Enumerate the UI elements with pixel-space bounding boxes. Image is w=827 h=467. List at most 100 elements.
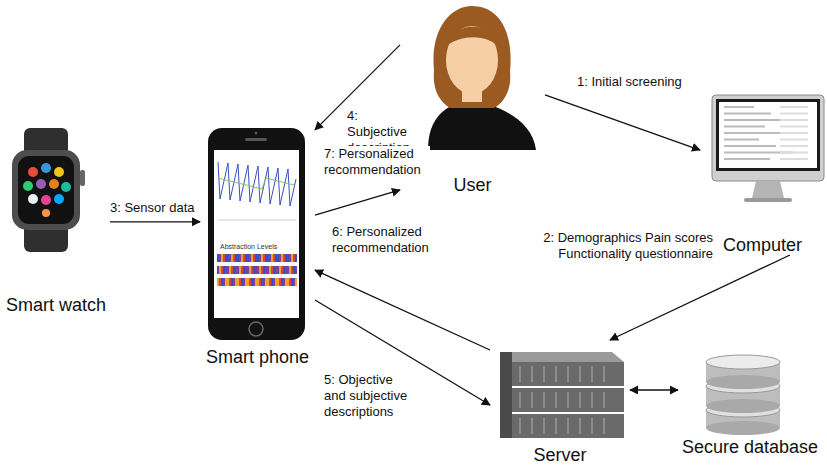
computer-icon xyxy=(712,95,824,202)
phone-chart xyxy=(225,266,227,274)
phone-chart xyxy=(293,254,295,262)
edge-label: 7: Personalized recommendation xyxy=(322,146,430,178)
smart-phone-icon xyxy=(208,128,305,340)
node-label: Computer xyxy=(723,235,802,255)
phone-chart xyxy=(257,278,259,286)
server-vents xyxy=(567,366,569,382)
server-icon xyxy=(512,414,624,438)
server-vents xyxy=(591,392,593,408)
user-icon xyxy=(433,6,510,108)
smart-watch-icon xyxy=(36,179,46,189)
phone-chart xyxy=(243,278,245,286)
smart-watch-icon xyxy=(54,194,64,204)
server-vents xyxy=(555,366,557,382)
phone-chart xyxy=(255,278,257,286)
server-node: Server xyxy=(490,340,630,465)
server-vents xyxy=(519,366,521,382)
phone-chart xyxy=(227,266,229,274)
server-vents xyxy=(579,366,581,382)
phone-chart xyxy=(281,278,283,286)
phone-chart xyxy=(249,266,251,274)
phone-chart xyxy=(277,266,279,274)
screen-lines xyxy=(780,126,808,128)
phone-chart xyxy=(271,254,273,262)
phone-chart xyxy=(241,278,243,286)
computer-icon xyxy=(744,198,792,202)
phone-chart xyxy=(237,278,239,286)
phone-chart xyxy=(241,254,243,262)
smart-watch-icon xyxy=(28,194,38,204)
smart-watch-icon xyxy=(12,150,80,230)
screen-lines xyxy=(780,139,808,141)
phone-chart xyxy=(281,266,283,274)
phone-chart xyxy=(271,266,273,274)
flow-arrow xyxy=(315,190,400,215)
smart-watch-icon xyxy=(28,167,38,177)
screen-lines xyxy=(724,139,759,141)
node-label: Smart phone xyxy=(206,347,309,367)
smart-watch-icon xyxy=(80,170,85,186)
edge-label: 6: Personalized recommendation xyxy=(330,224,438,256)
phone-chart xyxy=(245,266,247,274)
phone-chart xyxy=(271,278,273,286)
phone-chart xyxy=(263,254,265,262)
phone-chart xyxy=(235,254,237,262)
phone-chart xyxy=(247,254,249,262)
phone-chart xyxy=(285,278,287,286)
server-vents xyxy=(567,392,569,408)
database-icon xyxy=(706,375,780,389)
database-node: Secure database xyxy=(678,350,822,457)
screen-lines xyxy=(724,106,754,108)
phone-chart xyxy=(283,266,285,274)
phone-chart xyxy=(227,254,229,262)
screen-lines xyxy=(724,132,782,134)
phone-chart xyxy=(218,220,296,221)
phone-chart xyxy=(251,278,253,286)
phone-chart xyxy=(229,278,231,286)
smart-phone-icon xyxy=(245,138,267,141)
screen-lines xyxy=(724,106,808,160)
phone-chart xyxy=(275,266,277,274)
phone-chart xyxy=(269,254,271,262)
screen-lines xyxy=(780,106,808,108)
phone-chart xyxy=(223,266,225,274)
phone-chart xyxy=(287,254,289,262)
screen-lines xyxy=(780,158,808,160)
phone-chart xyxy=(283,278,285,286)
server-vents xyxy=(520,366,604,434)
smart-watch-icon xyxy=(12,128,85,252)
flow-arrow xyxy=(315,270,490,350)
database-icon xyxy=(706,399,780,413)
smart-phone-icon xyxy=(249,322,263,336)
phone-chart xyxy=(295,278,297,286)
phone-chart xyxy=(217,254,219,262)
phone-chart xyxy=(279,266,281,274)
phone-chart xyxy=(251,266,253,274)
phone-chart xyxy=(249,278,251,286)
phone-chart xyxy=(257,254,259,262)
phone-chart xyxy=(277,254,279,262)
phone-chart xyxy=(217,266,219,274)
screen-lines xyxy=(780,152,808,154)
phone-chart xyxy=(263,278,265,286)
smart-watch-icon xyxy=(61,182,71,192)
phone-chart xyxy=(259,254,261,262)
phone-chart xyxy=(291,266,293,274)
screen-lines xyxy=(724,119,788,121)
phone-chart xyxy=(255,266,257,274)
phone-chart xyxy=(219,266,221,274)
phone-chart xyxy=(261,266,263,274)
computer-icon xyxy=(716,99,820,171)
server-vents xyxy=(591,418,593,434)
phone-chart xyxy=(289,266,291,274)
smart-watch-icon xyxy=(41,195,51,205)
phone-chart xyxy=(287,266,289,274)
server-vents xyxy=(555,392,557,408)
phone-chart xyxy=(237,266,239,274)
phone-chart xyxy=(261,254,263,262)
screen-lines xyxy=(724,113,771,115)
node-label: Secure database xyxy=(682,437,818,457)
edge-label: 3: Sensor data xyxy=(108,200,200,216)
node-label: User xyxy=(453,175,491,195)
phone-chart xyxy=(229,266,231,274)
